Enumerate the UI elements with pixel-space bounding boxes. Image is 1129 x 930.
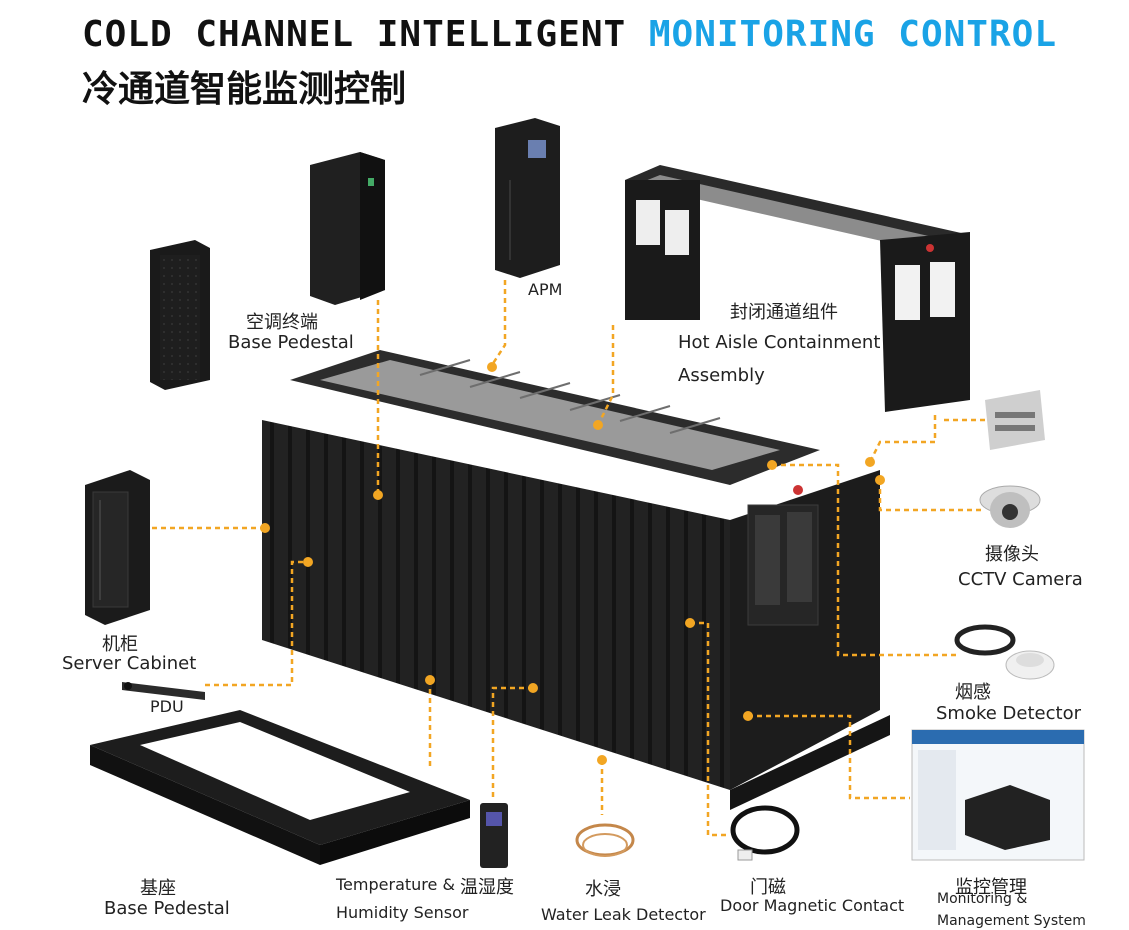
door-label-cn: 门磁 — [750, 877, 786, 898]
hot-aisle-label-en-1: Hot Aisle Containment — [678, 332, 881, 353]
mon-label-en-2: Management System — [937, 913, 1086, 929]
smoke-detector-image — [954, 624, 1055, 680]
temp-label-en-1: Temperature & — [336, 875, 455, 894]
title-english: COLD CHANNEL INTELLIGENT MONITORING CONT… — [82, 14, 1057, 55]
main-module-image — [262, 350, 890, 810]
connector-dots — [260, 362, 885, 765]
temp-label-cn: 温湿度 — [460, 877, 514, 898]
server-cabinet-image — [85, 470, 150, 625]
sensor-bracket-image — [985, 390, 1045, 450]
containment-frame-image — [625, 165, 970, 412]
base-label-en: Base Pedestal — [104, 898, 230, 919]
cctv-label-en: CCTV Camera — [958, 569, 1083, 590]
mon-label-en-1: Monitoring & — [937, 891, 1028, 907]
door-contact-cable-image — [730, 805, 800, 861]
pdu-tower-image — [150, 240, 210, 390]
temp-label-en-2: Humidity Sensor — [336, 903, 469, 922]
smoke-label-en: Smoke Detector — [936, 703, 1081, 724]
base-pedestal-image — [90, 710, 470, 865]
pdu-label: PDU — [150, 697, 184, 716]
mon-label-cn: 监控管理 — [955, 877, 1027, 898]
title-part1: COLD CHANNEL INTELLIGENT — [82, 14, 649, 55]
water-label-en: Water Leak Detector — [541, 905, 706, 924]
cabinet-label-cn: 机柜 — [102, 634, 138, 655]
pdu-bar-image — [122, 682, 205, 700]
ac-label-en: Base Pedestal — [228, 332, 354, 353]
apm-label: APM — [528, 280, 563, 299]
hot-aisle-label-cn: 封闭通道组件 — [730, 302, 838, 323]
water-leak-cable-image — [575, 823, 635, 857]
connector-lines — [152, 280, 985, 837]
water-label-cn: 水浸 — [585, 879, 621, 900]
cctv-camera-image — [979, 485, 1041, 528]
apm-cabinet-image — [495, 118, 560, 278]
ac-cabinet-image — [310, 152, 385, 305]
cctv-label-cn: 摄像头 — [985, 544, 1039, 565]
base-label-cn: 基座 — [140, 878, 176, 899]
cabinet-label-en: Server Cabinet — [62, 653, 197, 674]
title-chinese: 冷通道智能监测控制 — [82, 69, 407, 110]
smoke-label-cn: 烟感 — [955, 682, 991, 703]
ac-label-cn: 空调终端 — [246, 312, 318, 333]
door-label-en: Door Magnetic Contact — [720, 896, 905, 915]
hot-aisle-label-en-2: Assembly — [678, 365, 765, 386]
temperature-sensor-image — [480, 803, 508, 868]
title-part2-accent: MONITORING CONTROL — [648, 14, 1057, 55]
monitoring-screen-image — [911, 729, 1085, 861]
